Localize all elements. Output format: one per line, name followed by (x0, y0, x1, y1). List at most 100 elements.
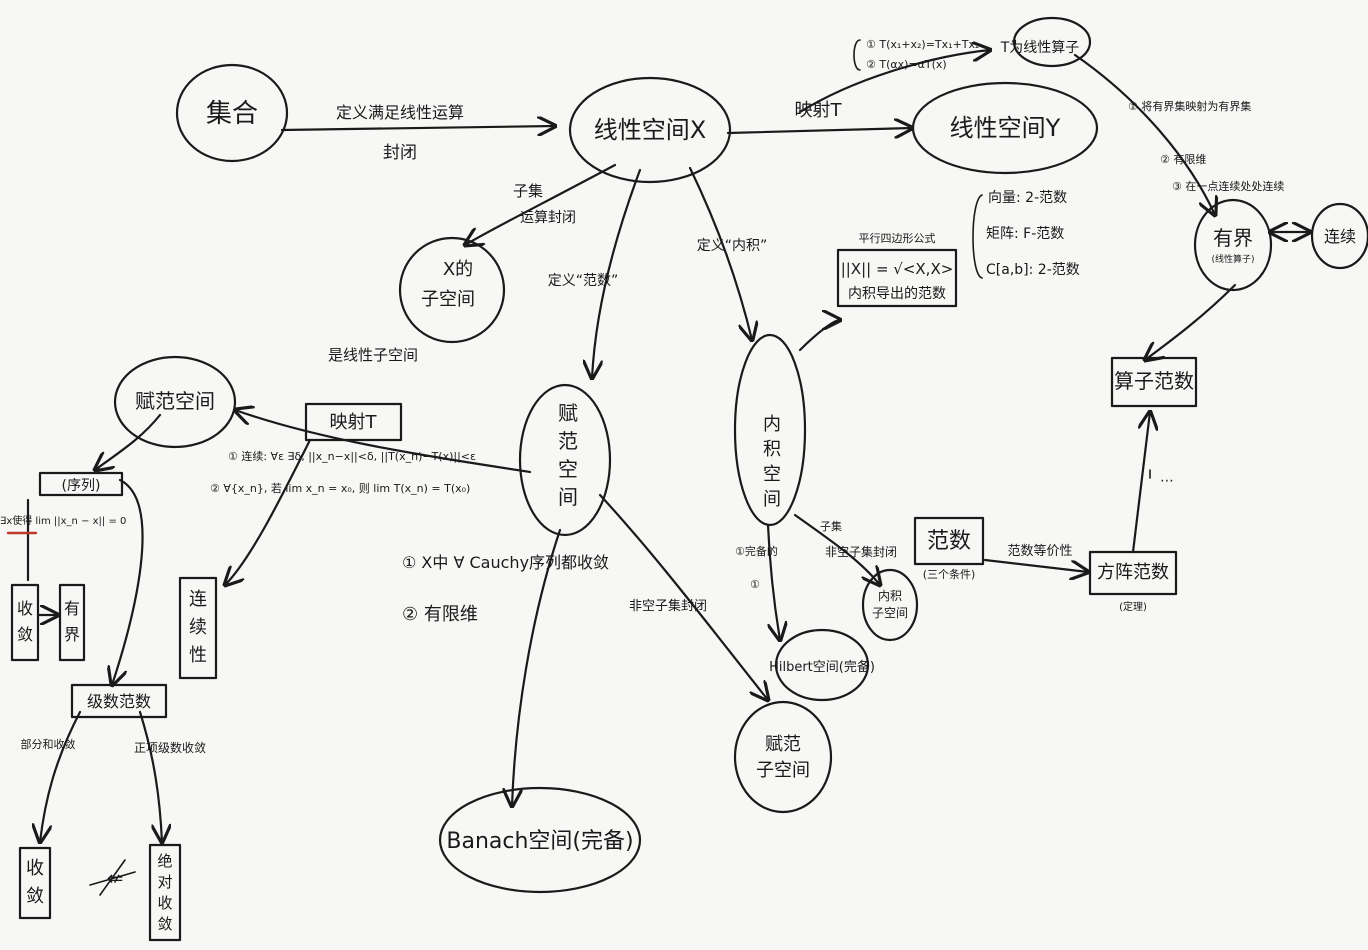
node-cont-1: 连 (189, 589, 207, 610)
edge-mapping-to-continuity (225, 438, 312, 585)
edge-operator-to-bounded (1073, 53, 1215, 215)
node-bounded: 有界 (1213, 226, 1253, 250)
node-equiv-norm: 方阵范数 (1097, 562, 1169, 583)
node-abs-4: 敛 (157, 915, 172, 933)
node-inner-4: 间 (763, 489, 781, 510)
node-normed-left-shape (113, 355, 237, 449)
node-bnd-2: 界 (64, 625, 80, 644)
edge-norm-to-equiv (983, 558, 1088, 572)
node-linear-space-y-shape (911, 81, 1099, 175)
node-sequence: (序列) (62, 478, 101, 494)
node-set: 集合 (206, 99, 258, 129)
node-conv-box-shape (10, 583, 40, 662)
node-bounded-box-shape (58, 583, 86, 662)
node-abs-3: 收 (157, 894, 172, 912)
node-normed-shape (518, 383, 612, 537)
node-induced-box-shape (836, 248, 958, 308)
node-operator-norm: 算子范数 (1114, 369, 1194, 393)
node-normed-4: 间 (558, 485, 578, 509)
node-normed-sub-1: 赋范 (765, 734, 801, 755)
brace-examples (972, 194, 983, 279)
node-conv-bottom-2: 敛 (26, 886, 44, 907)
node-continuity-box-shape (178, 576, 218, 680)
node-normed-left: 赋范空间 (135, 389, 215, 413)
node-equiv-box-shape (1088, 550, 1178, 596)
ellipse-nodes (113, 16, 1368, 894)
node-norm-box-sub: (三个条件) (923, 567, 976, 581)
node-abs-1: 绝 (157, 852, 172, 870)
node-inner-3: 空 (763, 464, 781, 485)
node-linear-space-x: 线性空间X (594, 116, 706, 144)
edge-normed-to-banach (512, 528, 562, 806)
node-norm-box-shape (913, 516, 985, 566)
node-hilbert-shape (774, 628, 870, 702)
label-not-equal: ⇍ (107, 866, 124, 890)
label-def-inner: 定义“内积” (697, 238, 768, 254)
label-subspace-closed: 非空子集封闭 (629, 598, 707, 614)
node-norm-box: 范数 (927, 529, 971, 554)
node-continuous: 连续 (1324, 227, 1356, 246)
node-continuous-shape (1310, 202, 1368, 270)
label-cont-2: ② ∀{x_n}, 若 lim x_n = x₀, 则 lim T(x_n) =… (210, 482, 470, 495)
node-inner-1: 内 (763, 414, 781, 435)
edge-x-to-operator (798, 50, 990, 114)
edges (26, 50, 1310, 896)
label-closed-inner: 非空子集封闭 (825, 544, 897, 559)
edge-x-to-subspace (465, 163, 617, 245)
node-conv-1: 收 (17, 599, 33, 618)
label-linear-subspace: 是线性子空间 (328, 346, 418, 364)
label-complete-1: ①完备的 (735, 544, 778, 558)
edge-normed-to-left (235, 410, 532, 474)
node-banach-shape (438, 786, 642, 894)
label-example-1: 向量: 2-范数 (988, 189, 1067, 206)
label-hilbert-1: ① (750, 578, 760, 591)
node-abs-bottom-shape (148, 843, 182, 942)
edge-x-to-y (726, 128, 912, 133)
label-norm-to-equiv: 范数等价性 (1007, 543, 1072, 559)
edge-labels: 定义满足线性运算 封闭 映射T ① T(x₁+x₂)=Tx₁+Tx₂ ② T(α… (0, 38, 1284, 890)
node-induced-1: 平行四边形公式 (859, 232, 936, 245)
edge-left-to-seq (95, 413, 162, 470)
edge-series-to-conv (40, 710, 82, 842)
edge-bounded-to-opnorm (1145, 283, 1237, 360)
node-texts: 集合 线性空间X 线性空间Y T为线性算子 X的 子空间 赋 范 空 间 内 积… (17, 40, 1356, 933)
node-cont-2: 续 (189, 617, 207, 638)
label-dots: ⋯ (1160, 473, 1174, 489)
label-cond-2: ② 有限维 (1160, 152, 1206, 166)
node-mapping-box: 映射T (330, 412, 378, 433)
node-normed-sub-2: 子空间 (756, 760, 810, 781)
edge-not-implies (89, 859, 136, 896)
label-closed-ops: 运算封闭 (520, 210, 576, 226)
node-inner-sub-2: 子空间 (872, 606, 908, 620)
label-abs-conv: 正项级数收敛 (134, 740, 206, 755)
edge-normed-to-subspace (598, 493, 768, 700)
node-inner-sub-1: 内积 (878, 589, 902, 603)
brace-linearity (853, 39, 861, 71)
node-subspace-shape (398, 236, 506, 344)
label-def-norm: 定义“范数” (548, 272, 619, 289)
node-bnd-1: 有 (64, 599, 80, 618)
node-inner-shape (733, 333, 807, 527)
node-set-shape (175, 63, 289, 163)
label-subset: 子集 (513, 182, 543, 200)
node-mapping-box-shape (304, 402, 403, 442)
node-conv-bottom-1: 收 (26, 858, 44, 879)
node-normed-sub-shape (733, 700, 833, 814)
label-cond-3: ③ 在一点连续处处连续 (1172, 179, 1284, 193)
edge-x-to-normed (592, 168, 642, 378)
box-nodes (10, 39, 1198, 942)
label-set-to-x-2: 封闭 (383, 143, 417, 163)
edge-series-to-abs (138, 710, 162, 842)
edge-x-to-inner (688, 166, 752, 340)
edge-equiv-to-opnorm (1131, 412, 1150, 554)
node-bounded-sub: (线性算子) (1211, 253, 1254, 265)
label-banach-2: ② 有限维 (402, 604, 478, 625)
node-opnorm-box-shape (1110, 356, 1198, 408)
label-cont-1: ① 连续: ∀ε ∃δ, ||x_n−x||<δ, ||T(x_n)−T(x)|… (228, 449, 476, 463)
node-series: 级数范数 (87, 692, 151, 711)
node-operator-shape (1012, 16, 1092, 68)
node-cont-3: 性 (189, 645, 207, 666)
node-series-box-shape (70, 683, 168, 719)
node-normed-1: 赋 (558, 401, 578, 425)
